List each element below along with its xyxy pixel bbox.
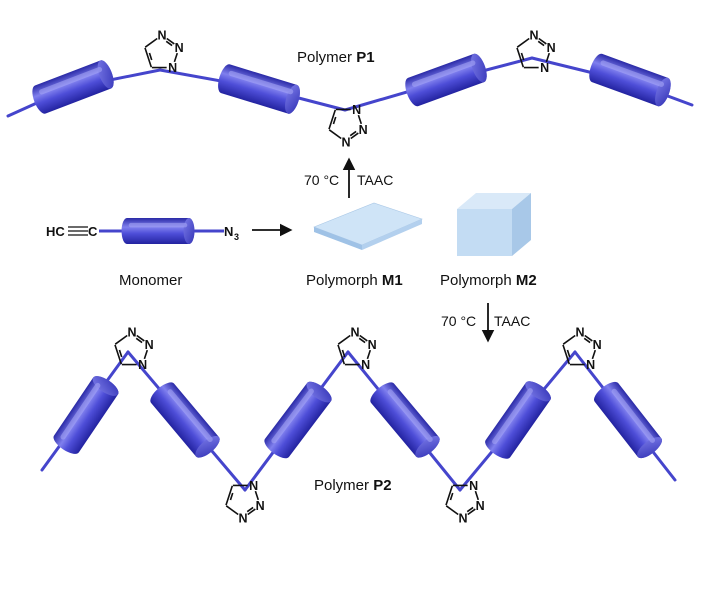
monomer-structure: HC C N 3 Monomer (46, 218, 293, 289)
p2-t2-n3-label: N (249, 479, 258, 493)
p2-cylinder-1 (53, 376, 119, 454)
p2-cylinder-3 (264, 381, 332, 459)
p2-t3-n1-label: N (350, 326, 359, 340)
p1-t2-n2-label: N (359, 123, 368, 137)
p2-t1-n1-label: N (127, 326, 136, 340)
polymer-p1-label: Polymer P1 (297, 49, 375, 66)
p2-triazole-3: NNN (337, 326, 377, 372)
azide-subscript: 3 (234, 232, 239, 242)
reaction-down-method: TAAC (494, 313, 530, 329)
p2-triazole-1: NNN (114, 326, 154, 372)
polymer-p2-label: Polymer P2 (314, 477, 392, 494)
p1-triazole-2: NNN (328, 103, 368, 150)
reaction-down-temperature: 70 °C (441, 313, 476, 329)
monomer-label: Monomer (119, 272, 182, 289)
monomer-cylinder (121, 218, 195, 244)
p2-cylinder-4 (370, 382, 440, 458)
p2-t5-n1-label: N (575, 326, 584, 340)
reaction-up-method: TAAC (357, 172, 393, 188)
reaction-up-arrow-group: 70 °C TAAC (304, 157, 393, 198)
p2-triazole-4: NNN (445, 479, 485, 526)
p1-t2-n1-label: N (341, 136, 350, 150)
p1-t3-n3-label: N (540, 61, 549, 75)
p2-t4-n1-label: N (458, 512, 467, 526)
polymorph-m1-label: Polymorph M1 (306, 272, 403, 289)
p2-t5-n3-label: N (586, 358, 595, 372)
p2-t4-n3-label: N (469, 479, 478, 493)
monomer-cylinder-body (121, 218, 195, 244)
alkyne-c-label: C (88, 224, 98, 239)
triple-bond (68, 226, 88, 236)
p1-t3-n2-label: N (547, 41, 556, 55)
p1-t1-n3-label: N (168, 61, 177, 75)
p2-triazole-5: NNN (562, 326, 602, 372)
p2-cylinder-6 (594, 381, 662, 459)
reaction-down-arrow-group: 70 °C TAAC (441, 303, 530, 343)
p1-cylinder-2 (218, 64, 300, 114)
reaction-up-temperature: 70 °C (304, 172, 339, 188)
azide-n-label: N (224, 224, 233, 239)
p2-t4-n2-label: N (476, 499, 485, 513)
p1-triazole-1: NNN (144, 29, 184, 75)
alkyne-hc-label: HC (46, 224, 65, 239)
p2-cylinder-2 (150, 382, 220, 458)
p1-cylinder-4 (589, 53, 671, 107)
p2-t3-n3-label: N (361, 358, 370, 372)
polymer-p2-backbone (40, 350, 677, 492)
p1-t2-n3-label: N (352, 103, 361, 117)
p2-t3-n2-label: N (368, 338, 377, 352)
p2-t5-n2-label: N (593, 338, 602, 352)
p2-t2-n1-label: N (238, 512, 247, 526)
p1-cylinder-3 (405, 53, 487, 107)
polymorph-m2-crystal (457, 193, 531, 256)
p1-t3-n1-label: N (529, 29, 538, 43)
polymorph-m1-crystal (313, 202, 423, 250)
p2-t1-n2-label: N (145, 338, 154, 352)
polymer-p2-cylinders (53, 376, 662, 459)
polymorph-m2-label: Polymorph M2 (440, 272, 537, 289)
p2-triazole-2: NNN (225, 479, 265, 526)
polymer-p1-cylinders (32, 53, 671, 114)
p2-cylinder-5 (485, 381, 551, 459)
p2-t1-n3-label: N (138, 358, 147, 372)
p1-cylinder-1 (32, 60, 114, 114)
p1-t1-n2-label: N (175, 41, 184, 55)
p1-triazole-3: NNN (516, 29, 556, 75)
p1-t1-n1-label: N (157, 29, 166, 43)
p2-t2-n2-label: N (256, 499, 265, 513)
